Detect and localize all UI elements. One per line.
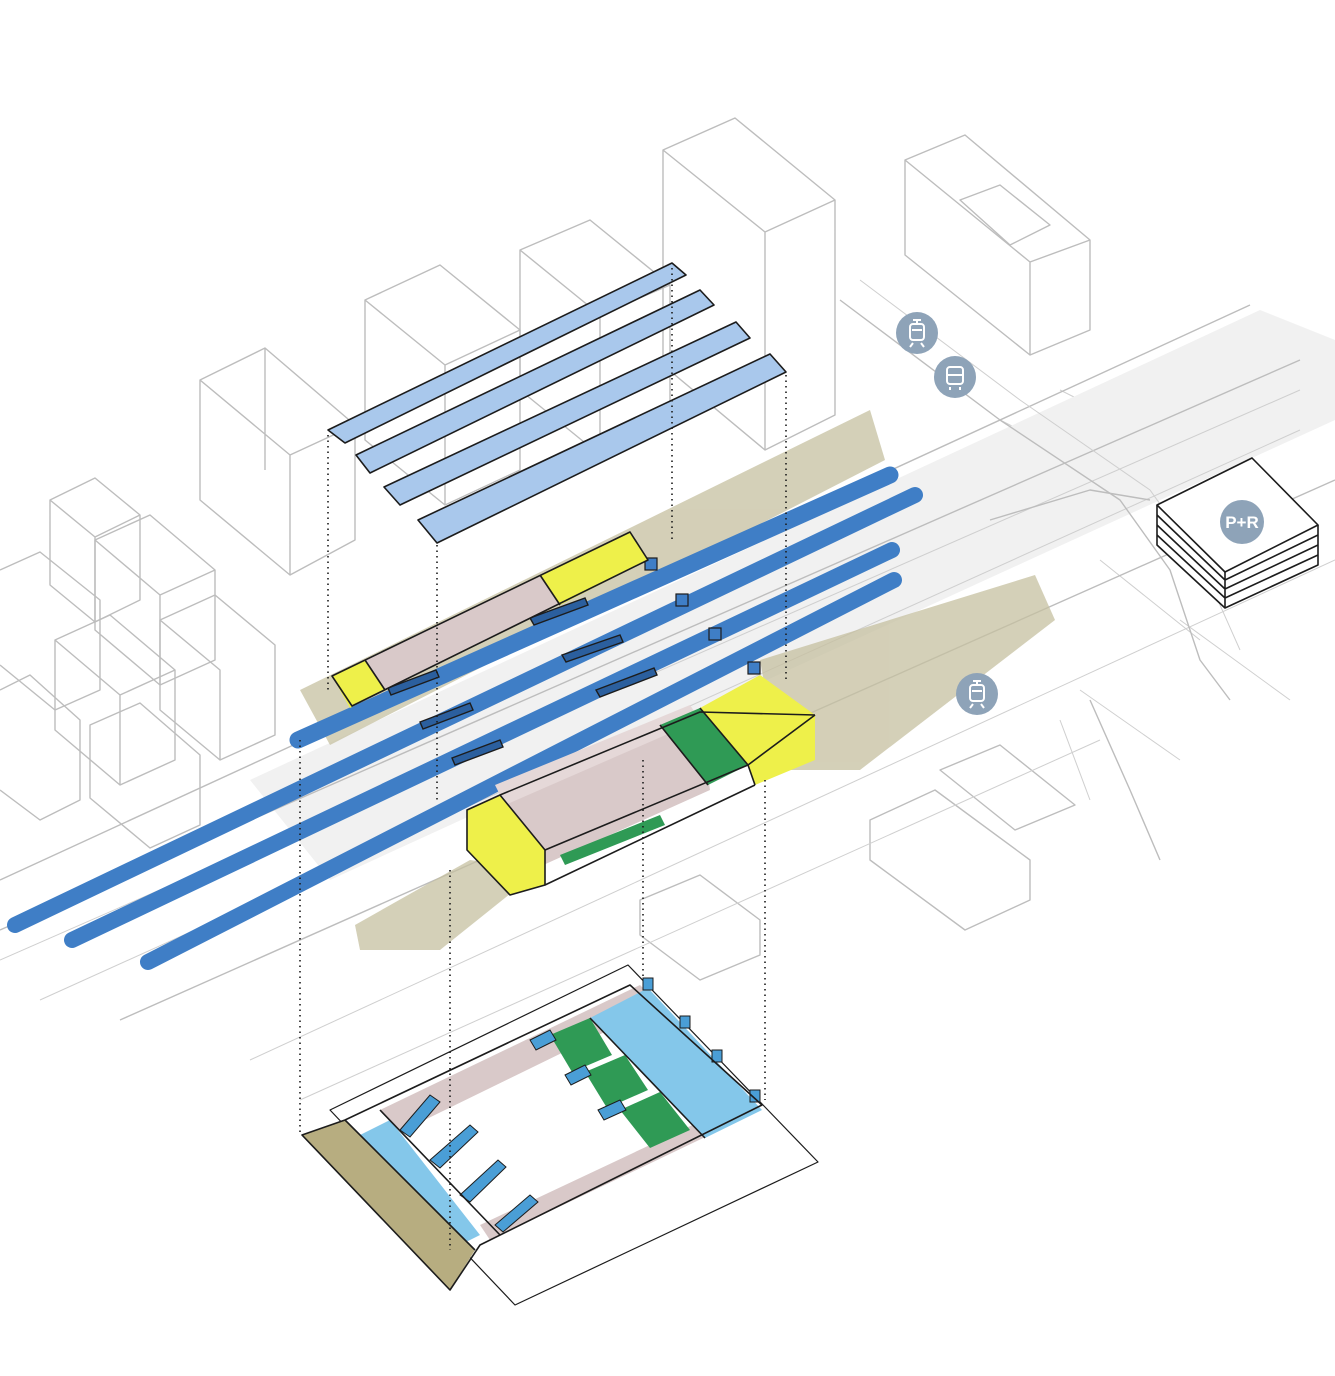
tram-icon: [956, 673, 998, 715]
roof-3: [384, 322, 750, 505]
underground-level: [301, 964, 819, 1306]
roof-1: [328, 263, 686, 443]
park-and-ride-icon: [1220, 500, 1264, 544]
concourse-south: [466, 675, 816, 896]
tram-icon: [896, 312, 938, 354]
concourse-north: [331, 531, 649, 708]
park-and-ride-garage: P+R: [1156, 457, 1319, 609]
projection-lines: [299, 268, 787, 1250]
track-4: [140, 572, 902, 970]
platform-roofs: [327, 262, 787, 544]
roof-4: [418, 354, 786, 543]
roof-2: [356, 290, 714, 473]
track-3: [64, 542, 900, 948]
lift-cores: [644, 557, 761, 675]
stair-openings: [387, 597, 658, 766]
bus-icon: [934, 356, 976, 398]
track-1: [289, 466, 899, 749]
park-and-ride-label: P+R: [1225, 513, 1259, 532]
